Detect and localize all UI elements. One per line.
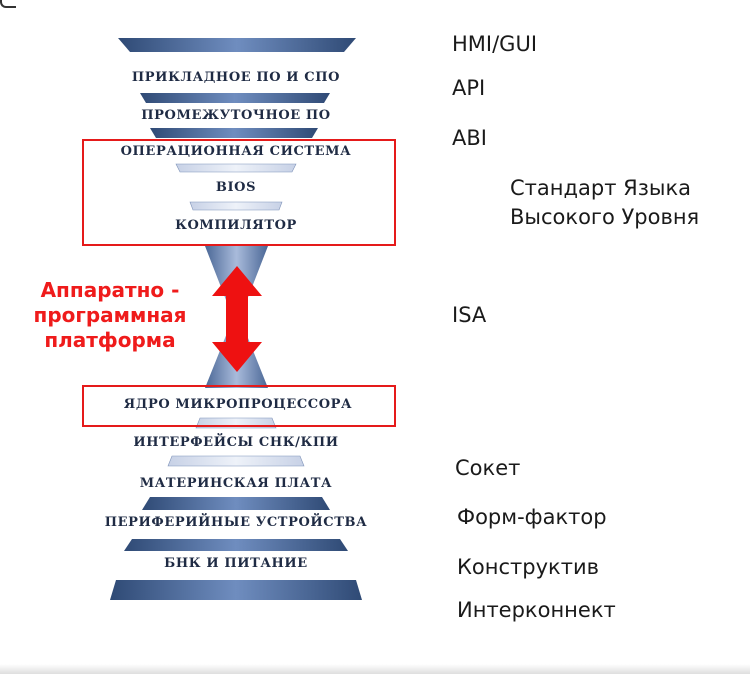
label-hll-2: Высокого Уровня xyxy=(510,205,700,229)
abi-band xyxy=(150,128,318,138)
core-box xyxy=(82,385,396,427)
os-bios-band xyxy=(175,163,297,173)
motherboard-band xyxy=(142,497,330,510)
layer-bios: BIOS xyxy=(215,180,257,195)
interface-band xyxy=(167,455,305,467)
label-form-factor: Форм-фактор xyxy=(457,505,607,529)
layer-compiler: КОМПИЛЯТОР xyxy=(175,218,297,233)
layer-cpu-core: ЯДРО МИКРОПРОЦЕССОРА xyxy=(123,397,353,412)
peripheral-band xyxy=(124,539,348,551)
label-socket: Сокет xyxy=(455,456,521,480)
label-isa: ISA xyxy=(452,303,487,327)
layer-middleware: ПРОМЕЖУТОЧНОЕ ПО xyxy=(141,108,331,123)
layer-power: БНК И ПИТАНИЕ xyxy=(164,556,308,571)
bios-compiler-band xyxy=(189,201,283,211)
platform-line-3: платформа xyxy=(44,328,176,352)
software-stack-box xyxy=(82,139,396,246)
top-band xyxy=(118,38,356,52)
layer-interfaces: ИНТЕРФЕЙСЫ СНК/КПИ xyxy=(133,435,339,450)
double-arrow xyxy=(212,266,262,372)
label-abi: ABI xyxy=(452,126,487,150)
platform-label: Аппаратно - программная платформа xyxy=(10,278,210,353)
platform-line-1: Аппаратно - xyxy=(40,278,180,302)
label-hmi: HMI/GUI xyxy=(452,32,538,56)
layer-os: ОПЕРАЦИОННАЯ СИСТЕМА xyxy=(120,144,352,159)
api-band xyxy=(140,93,330,103)
label-interconnect: Интерконнект xyxy=(457,598,616,622)
label-construct: Конструктив xyxy=(457,555,599,579)
platform-line-2: программная xyxy=(33,303,187,327)
label-hll-1: Стандарт Языка xyxy=(510,176,692,200)
bottom-band xyxy=(110,580,362,600)
layer-app-software: ПРИКЛАДНОЕ ПО И СПО xyxy=(131,70,341,85)
bottom-divider xyxy=(0,664,750,674)
corner-mark xyxy=(0,0,16,8)
layer-motherboard: МАТЕРИНСКАЯ ПЛАТА xyxy=(139,476,333,491)
layer-peripherals: ПЕРИФЕРИЙНЫЕ УСТРОЙСТВА xyxy=(104,515,368,530)
label-api: API xyxy=(452,76,486,100)
